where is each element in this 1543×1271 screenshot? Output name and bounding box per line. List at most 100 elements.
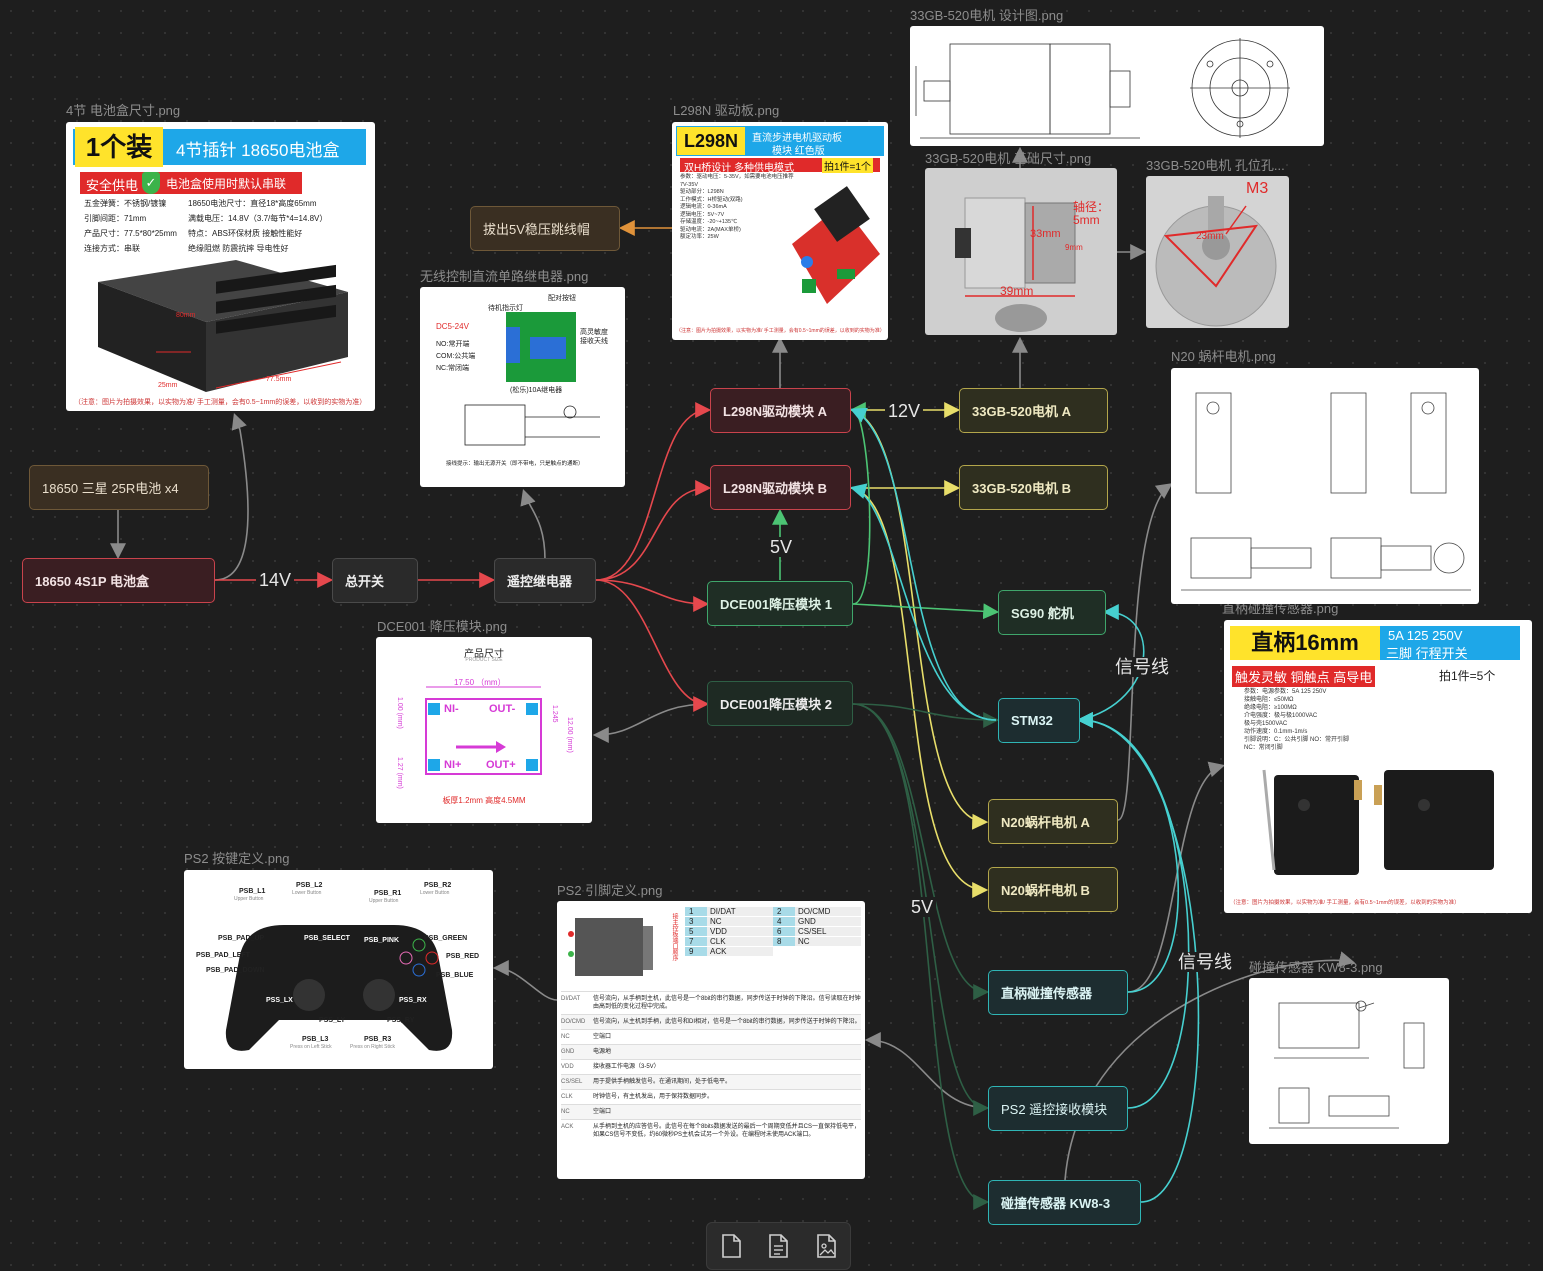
- node-battery-cells[interactable]: 18650 三星 25R电池 x4: [29, 465, 209, 510]
- ps2-key-label: PSB_PAD_LEFT: [196, 952, 250, 959]
- edge-dce2-to-straight: [852, 703, 990, 1000]
- battery-spec: 产品尺寸：77.5*80*25mm: [84, 229, 177, 238]
- node-battery-box[interactable]: 18650 4S1P 电池盒: [22, 558, 215, 603]
- edge-ps2rx-to-pin: [864, 1032, 989, 1109]
- relay-footnote: 接线提示：输出无源开关（即不带电，只是触点的通断）: [446, 461, 584, 467]
- pin-number: 6: [773, 927, 795, 936]
- pin-desc-value: 空端口: [593, 1109, 612, 1115]
- edge-dce2-to-stm32: [852, 703, 1000, 728]
- dce-in-top: NI-: [444, 703, 459, 715]
- battery-spec: 满载电压：14.8V（3.7/每节*4=14.8V）: [188, 214, 328, 223]
- edge-dce1-to-l298a: [849, 402, 871, 605]
- l298n-sub2: 拍1件=1个: [822, 158, 873, 173]
- add-image-button[interactable]: [811, 1231, 841, 1261]
- node-label: SG90 舵机: [1011, 606, 1074, 621]
- l298n-spec: 逻辑电流：0-36mA: [680, 204, 727, 210]
- battery-spec: 绝缘阻燃 防震抗摔 导电性好: [188, 244, 289, 253]
- new-file-button[interactable]: [716, 1231, 746, 1261]
- n20-image-card[interactable]: [1171, 368, 1479, 604]
- node-sg90[interactable]: SG90 舵机: [998, 590, 1106, 635]
- motor-design-image-card[interactable]: [910, 26, 1324, 146]
- ps2-key-label: PSB_BLUE: [436, 972, 474, 979]
- pin-desc-value: 电源地: [593, 1049, 612, 1055]
- ps2-key-label: PSB_R3: [364, 1036, 392, 1043]
- straight-spec: 极与壳1500VAC: [1244, 721, 1288, 727]
- ps2-key-label: PSB_PAD_RIGHT: [272, 916, 331, 923]
- battery-safety: 安全供电: [86, 178, 139, 193]
- node-stm32[interactable]: STM32: [998, 698, 1080, 743]
- node-label: DCE001降压模块 2: [720, 697, 832, 712]
- edge-dce2-to-kw8: [852, 703, 990, 1210]
- node-dce001-2[interactable]: DCE001降压模块 2: [707, 681, 853, 726]
- bottom-toolbar: [706, 1222, 851, 1270]
- node-kw8-sensor[interactable]: 碰撞传感器 KW8-3: [988, 1180, 1141, 1225]
- edge-stm32-to-l298a: [850, 407, 997, 721]
- straight-sub2: 拍1件=5个: [1439, 669, 1496, 683]
- relay-label: 配对按钮: [548, 295, 576, 302]
- node-n20-a[interactable]: N20蜗杆电机 A: [988, 799, 1118, 844]
- motor-hole-image-card[interactable]: M3 23mm: [1146, 176, 1289, 328]
- node-l298n-a[interactable]: L298N驱动模块 A: [710, 388, 851, 433]
- node-jumper-note[interactable]: 拔出5V稳压跳线帽: [470, 206, 620, 251]
- ps2-pin-image-card[interactable]: 接主控板端口顺序 1 DI/DAT 2 DO/CMD 3 NC 4 GND 5 …: [557, 901, 865, 1179]
- pin-number: 3: [685, 917, 707, 926]
- ps2-key-sub: Lower Button: [420, 890, 450, 896]
- motor-photo: [955, 197, 1076, 332]
- pin-name: CLK: [707, 937, 773, 946]
- node-label: PS2 遥控接收模块: [1001, 1102, 1108, 1117]
- node-label: 33GB-520电机 A: [972, 404, 1071, 419]
- pin-desc-key: NC: [561, 1034, 570, 1040]
- node-motor-b[interactable]: 33GB-520电机 B: [959, 465, 1108, 510]
- l298n-sub: 双H桥设计 多种供电模式: [684, 163, 794, 174]
- edge-label-signal-bottom: 信号线: [1175, 952, 1235, 972]
- l298n-spec: 驱动部分：L298N: [680, 189, 724, 195]
- straight-sensor-image-card[interactable]: 直柄16mm 5A 125 250V 三脚 行程开关 触发灵敏 铜触点 高导电 …: [1224, 620, 1532, 913]
- node-remote-relay[interactable]: 遥控继电器: [494, 558, 596, 603]
- caption-motor-design: 33GB-520电机 设计图.png: [910, 8, 1064, 23]
- node-l298n-b[interactable]: L298N驱动模块 B: [710, 465, 851, 510]
- kw8-drawing: [1269, 1000, 1425, 1129]
- edge-label-signal-top: 信号线: [1112, 657, 1172, 677]
- pin-name: GND: [795, 917, 861, 926]
- file-icon: [722, 1234, 741, 1258]
- ps2-key-label: PSB_RED: [446, 953, 480, 960]
- straight-spec: 参数：电源参数：5A 125 250V: [1244, 689, 1327, 695]
- battery-spec: 18650电池尺寸：直径18*高度65mm: [188, 199, 317, 208]
- straight-title: 直柄16mm: [1230, 626, 1380, 660]
- ps2-key-image-card[interactable]: PSB_L1 Upper Button PSB_L2 Lower Button …: [184, 870, 493, 1069]
- battery-spec: 连接方式：串联: [84, 244, 140, 253]
- motor-base-image-card[interactable]: 轴径： 5mm 33mm 9mm 39mm: [925, 168, 1117, 335]
- node-main-switch[interactable]: 总开关: [332, 558, 418, 603]
- edge-pin-to-key: [492, 960, 558, 1001]
- edge-relay-to-image: [520, 488, 546, 561]
- motor-hole-photo: [1155, 196, 1277, 327]
- dce-out-top: OUT-: [489, 703, 516, 715]
- ps2-key-label: PSB_PAD_DOWN: [206, 967, 265, 974]
- node-n20-b[interactable]: N20蜗杆电机 B: [988, 867, 1118, 912]
- new-note-button[interactable]: [763, 1231, 793, 1261]
- dce-left2: 1.27 (mm): [396, 757, 403, 789]
- node-ps2-receiver[interactable]: PS2 遥控接收模块: [988, 1086, 1128, 1131]
- straight-switch-illustration: [1262, 769, 1494, 875]
- node-motor-a[interactable]: 33GB-520电机 A: [959, 388, 1108, 433]
- node-label: L298N驱动模块 B: [723, 481, 828, 496]
- shield-check-icon: ✓: [142, 172, 160, 194]
- ps2-key-label: PSB_PINK: [364, 937, 400, 944]
- pin-name: ACK: [707, 947, 773, 956]
- l298n-image-card[interactable]: L298N 直流步进电机驱动板 模块 红色版 双H桥设计 多种供电模式 拍1件=…: [672, 122, 888, 340]
- caption-ps2-pin-image: PS2 引脚定义.png: [557, 883, 663, 898]
- node-straight-sensor[interactable]: 直柄碰撞传感器: [988, 970, 1128, 1015]
- motor-hole-23: 23mm: [1196, 231, 1224, 242]
- pin-desc-value: 空端口: [593, 1034, 612, 1040]
- pin-number: 5: [685, 927, 707, 936]
- edge-ps2rx-to-stm32: [1076, 712, 1190, 1109]
- relay-image-card[interactable]: 待机指示灯 配对按钮 DC5-24V NO:常开端 COM:公共端 NC:常闭端…: [420, 287, 625, 487]
- l298n-note: （注意：图片为拍摄效果，以实物为准/ 手工测量，会有0.5~1mm的误差，以收到…: [676, 328, 885, 334]
- node-dce001-1[interactable]: DCE001降压模块 1: [707, 581, 853, 626]
- kw8-image-card[interactable]: [1249, 978, 1449, 1144]
- pin-number: 4: [773, 917, 795, 926]
- ps2-key-label: PSS_LX: [266, 997, 293, 1004]
- dce-image-card[interactable]: 产品尺寸 PRODUCT SIZE 17.50 （mm） NI- OUT- NI…: [376, 637, 592, 823]
- battery-image-card[interactable]: 1个装 4节插针 18650电池盒 安全供电 ✓ 电池盒使用时默认串联 五金弹簧…: [66, 122, 375, 411]
- dce-right2: 12.00 (mm): [566, 717, 573, 753]
